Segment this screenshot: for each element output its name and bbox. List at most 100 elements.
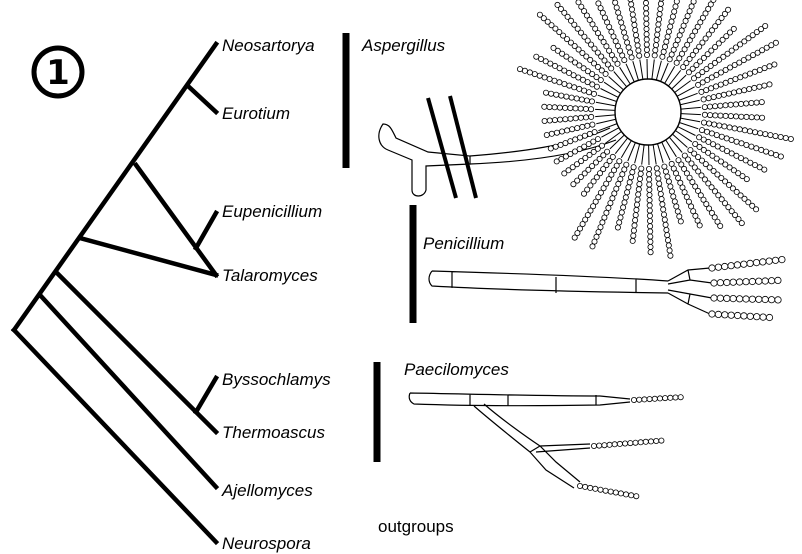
conidium — [658, 1, 663, 6]
conidium — [527, 70, 532, 75]
conidium — [772, 257, 778, 263]
conidium — [657, 186, 662, 191]
conidium — [630, 238, 635, 243]
conidium — [602, 443, 607, 448]
conidium — [704, 88, 709, 93]
conidium — [617, 441, 622, 446]
conidium — [580, 124, 585, 129]
conidium — [591, 443, 596, 448]
conidium — [577, 483, 582, 488]
conidium — [734, 139, 739, 144]
conidium — [762, 278, 768, 284]
conidium — [724, 295, 730, 301]
conidium — [670, 14, 675, 19]
conidium — [637, 182, 642, 187]
conidium — [631, 165, 636, 170]
conidium — [711, 295, 717, 301]
phialide — [681, 107, 701, 109]
conidium — [635, 43, 640, 48]
conidium — [634, 38, 639, 43]
conidium — [709, 265, 715, 271]
conidium — [623, 492, 628, 497]
conidium — [747, 129, 752, 134]
conidium — [648, 244, 653, 249]
conidium — [632, 22, 637, 27]
conidium — [552, 78, 557, 83]
conidium — [674, 204, 679, 209]
phialide — [679, 93, 698, 100]
penicillium-stipe — [429, 271, 668, 293]
conidium — [733, 77, 738, 82]
conidium — [737, 89, 742, 94]
conidium — [715, 311, 721, 317]
conidium — [742, 128, 747, 133]
conidium — [685, 14, 690, 19]
conidium — [747, 313, 753, 319]
conidium — [749, 278, 755, 284]
conidium — [743, 279, 749, 285]
conidium — [644, 52, 649, 57]
conidium — [753, 259, 759, 265]
conidium — [647, 203, 652, 208]
conidium — [585, 123, 590, 128]
conidium — [603, 488, 608, 493]
branch-neurospora — [14, 330, 216, 542]
conidium — [613, 490, 618, 495]
conidium — [583, 115, 588, 120]
conidium — [655, 171, 660, 176]
conidium — [730, 295, 736, 301]
phialide — [596, 102, 616, 106]
conidium — [537, 73, 542, 78]
conidium — [661, 49, 666, 54]
conidium — [754, 207, 759, 212]
conidium — [682, 190, 687, 195]
conidium — [647, 187, 652, 192]
conidium — [662, 217, 667, 222]
conidium — [591, 91, 596, 96]
conidium — [644, 37, 649, 42]
conidium — [626, 45, 631, 50]
conidium — [627, 180, 632, 185]
conidium — [762, 66, 767, 71]
conidium — [647, 218, 652, 223]
conidium — [620, 25, 625, 30]
conidium — [669, 19, 674, 24]
conidium — [772, 62, 777, 67]
conidium — [763, 132, 768, 137]
conidium — [766, 314, 772, 320]
conidium — [668, 395, 673, 400]
conidium — [674, 0, 679, 4]
conidium — [728, 312, 734, 318]
conidium — [747, 86, 752, 91]
conidium — [571, 182, 576, 187]
conidium — [596, 1, 601, 6]
conidium — [644, 21, 649, 26]
conidium — [637, 176, 642, 181]
conidium — [663, 169, 668, 174]
conidium — [648, 439, 653, 444]
conidium — [635, 197, 640, 202]
conidium — [568, 116, 573, 121]
conidium — [672, 199, 677, 204]
conidium — [779, 256, 785, 262]
conidium — [717, 123, 722, 128]
conidium — [724, 279, 730, 285]
conidium — [554, 130, 559, 135]
conidium — [634, 494, 639, 499]
conidium — [629, 2, 634, 7]
conidium — [573, 116, 578, 121]
conidium — [619, 210, 624, 215]
conidium — [574, 96, 579, 101]
taxon-ajellomyces: Ajellomyces — [221, 481, 313, 500]
conidium — [709, 311, 715, 317]
conidium — [676, 175, 681, 180]
conidium — [656, 17, 661, 22]
conidium — [722, 312, 728, 318]
conidium — [758, 131, 763, 136]
phialide — [656, 61, 661, 80]
conidium — [665, 34, 670, 39]
conidium — [773, 40, 778, 45]
conidium — [644, 47, 649, 52]
conidium — [743, 296, 749, 302]
